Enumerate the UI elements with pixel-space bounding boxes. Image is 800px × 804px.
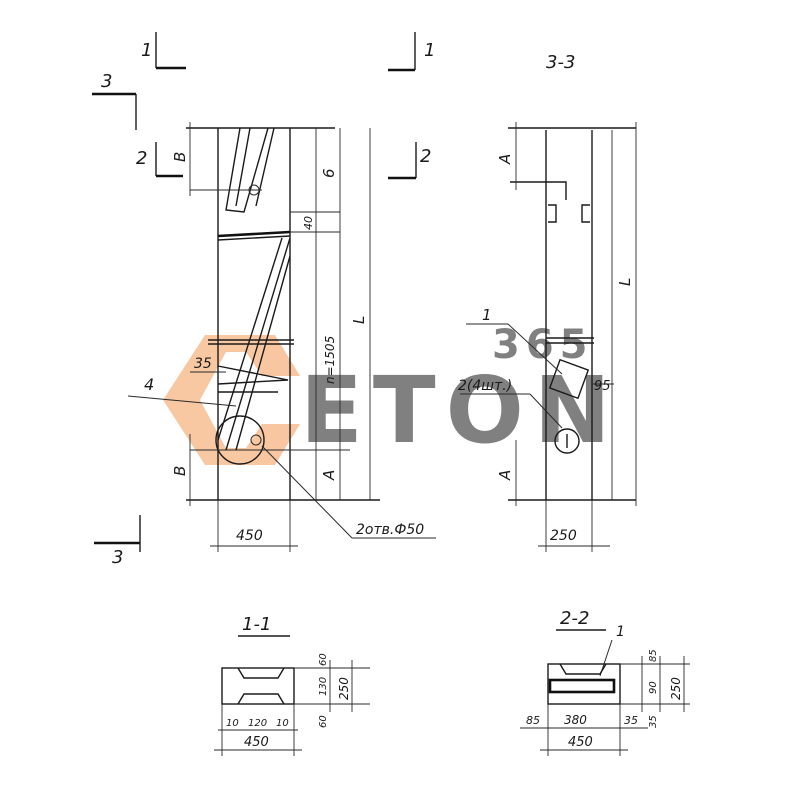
sec22-dim-85-top: 85 [648,649,659,662]
sec22-dim-90: 90 [648,681,659,694]
side-callout-2: 2(4шт.) [458,378,512,394]
section-1-1: 1-1 60 130 60 250 10 120 10 450 [214,614,370,756]
sec11-dim-60-bottom: 60 [318,715,329,728]
front-callout-4: 4 [144,375,154,394]
view-2-2-title: 2-2 [560,608,589,629]
front-dim-40: 40 [302,216,315,230]
section-cut-markers: 1 1 3 2 2 3 [92,32,435,568]
sec22-dim-450: 450 [568,735,593,750]
lifting-hole-icon [215,415,265,465]
side-dim-a-top: A [496,154,514,165]
cut-1-right: 1 [388,32,435,72]
sec22-dim-85-left: 85 [526,714,540,727]
section-2-2: 2-2 1 85 90 35 250 85 380 35 450 [520,608,690,756]
front-callout-holes: 2отв.Ф50 [356,522,424,538]
cut-3-top: 3 [92,71,137,130]
side-dim-a-bottom: A [496,470,514,481]
side-dim-95: 95 [594,379,611,394]
cut-1-left-label: 1 [141,40,152,61]
sec11-dim-10-left: 10 [226,718,239,729]
front-dim-35: 35 [194,356,212,372]
front-view: B B 6 40 n=1505 L A 35 4 2отв.Ф50 450 [127,122,436,552]
sec11-dim-450: 450 [244,735,269,750]
watermark-word: ETON [300,357,621,464]
side-dim-l: L [616,278,634,286]
watermark-hexagon-icon [163,335,300,465]
cut-3-top-label: 3 [101,71,112,92]
watermark: 365 ETON [163,322,621,465]
sec22-dim-250: 250 [669,677,683,700]
cut-1-left: 1 [141,32,186,70]
sec11-dim-250: 250 [337,677,351,700]
side-dim-250: 250 [550,528,577,544]
side-view-3-3: 3-3 A L A 95 1 2(4шт.) 250 [458,52,637,552]
sec11-dim-60-top: 60 [318,653,329,666]
cut-3-bottom-label: 3 [112,547,123,568]
watermark-number: 365 [492,322,594,368]
view-3-3-title: 3-3 [546,52,575,73]
front-dim-a: A [320,470,338,481]
sec11-dim-120: 120 [248,718,267,729]
sec22-callout-1: 1 [616,624,625,640]
cut-2-left-label: 2 [136,148,147,169]
sec22-dim-35-right: 35 [648,715,659,728]
front-dim-n1505: n=1505 [323,336,337,384]
front-dim-l: L [350,316,368,324]
front-dim-b-bottom: B [171,466,189,476]
side-ring-icon [554,428,580,454]
sec22-dim-35-mid: 35 [624,714,638,727]
front-dim-6: 6 [320,168,338,178]
side-callout-1: 1 [482,306,492,324]
view-1-1-title: 1-1 [242,614,271,635]
sec22-dim-380: 380 [564,713,587,727]
front-dim-450: 450 [236,528,263,544]
front-dim-b-top: B [171,152,189,162]
sec11-dim-130: 130 [318,677,329,696]
cut-1-right-label: 1 [424,40,435,61]
cut-2-left: 2 [136,142,183,178]
cut-2-right-label: 2 [420,146,431,167]
cut-2-right: 2 [388,142,431,180]
cut-3-bottom: 3 [94,515,141,568]
sec11-dim-10-right: 10 [276,718,289,729]
